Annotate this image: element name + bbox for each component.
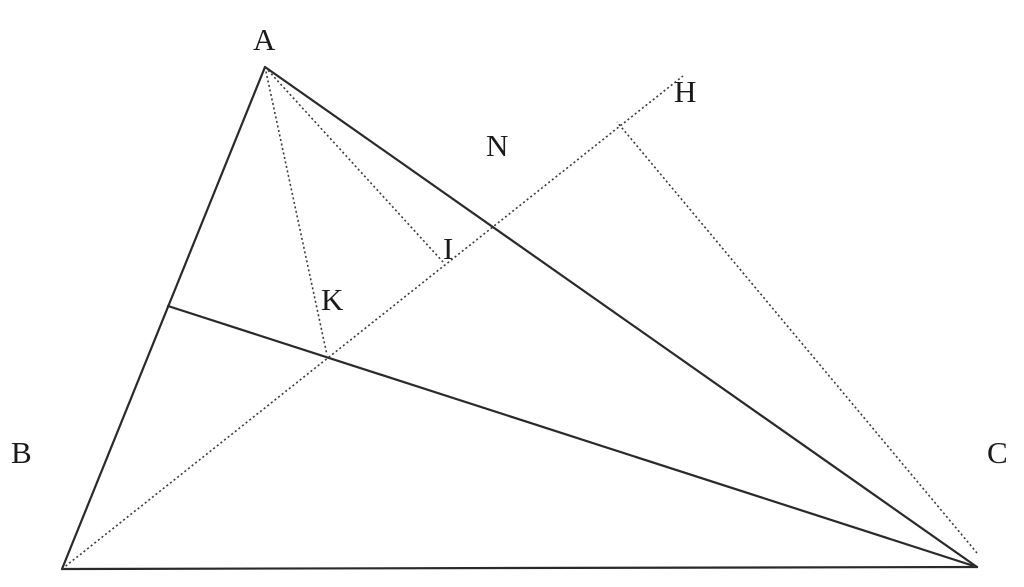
segment-AK <box>264 66 328 356</box>
label-point-H: H <box>674 74 696 109</box>
segment-BC <box>60 565 979 571</box>
segment-BH <box>61 75 684 570</box>
label-point-C: C <box>987 435 1008 470</box>
segment-AC <box>263 65 979 569</box>
label-point-K: K <box>321 282 344 317</box>
label-point-N: N <box>486 128 508 163</box>
label-point-I: I <box>443 231 453 266</box>
segment-AB <box>60 65 267 571</box>
label-point-B: B <box>11 435 32 470</box>
label-point-A: A <box>253 22 276 57</box>
segment-C-to-BH <box>616 121 978 554</box>
segment-C-to-AB <box>166 304 979 569</box>
segment-AI <box>264 66 444 263</box>
